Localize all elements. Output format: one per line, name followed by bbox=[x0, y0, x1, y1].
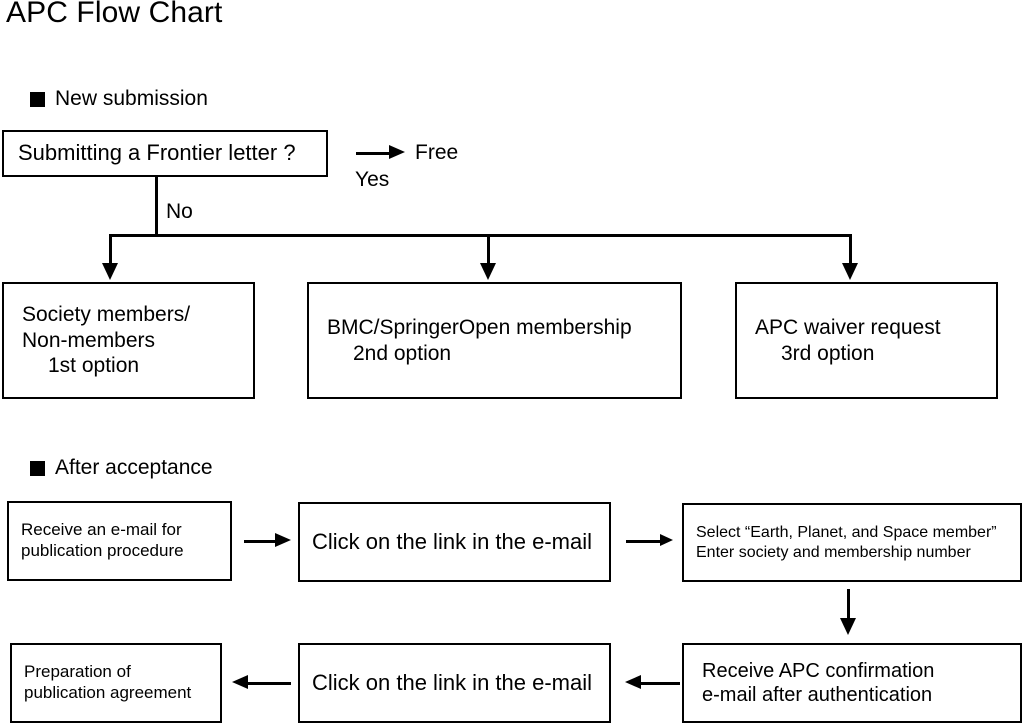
section-header-new-submission: New submission bbox=[30, 87, 208, 111]
yes-result-free: Free bbox=[415, 141, 459, 164]
step-6-line-2: publication agreement bbox=[24, 683, 192, 702]
drop-line-option-3 bbox=[849, 234, 852, 266]
connector-step4-step5 bbox=[638, 682, 680, 685]
edge-label-no: No bbox=[166, 200, 193, 223]
arrow-down-icon-option-2 bbox=[479, 263, 496, 280]
step-1-line-2: publication procedure bbox=[21, 541, 184, 560]
section-label-2: After acceptance bbox=[55, 456, 213, 479]
arrow-left-icon-step5-step6 bbox=[232, 675, 248, 689]
option-1-line-3: 1st option bbox=[48, 354, 140, 378]
option-3-line-2: 3rd option bbox=[781, 341, 875, 365]
decision-box-text: Submitting a Frontier letter ? bbox=[18, 140, 296, 166]
arrow-left-icon-step4-step5 bbox=[625, 675, 641, 689]
arrow-right-icon-step1-step2 bbox=[275, 533, 291, 547]
step-3-line-2: Enter society and membership number bbox=[696, 543, 971, 561]
drop-line-option-1 bbox=[109, 234, 112, 266]
no-branch-vertical-line bbox=[155, 177, 158, 236]
option-box-society-members[interactable]: Society members/ Non-members 1st option bbox=[2, 282, 255, 399]
arrow-down-icon-option-1 bbox=[101, 263, 118, 280]
step-5-line-1: Click on the link in the e-mail bbox=[312, 669, 593, 695]
step-box-click-link-1[interactable]: Click on the link in the e-mail bbox=[298, 502, 611, 582]
arrow-down-icon-option-3 bbox=[841, 263, 858, 280]
connector-step5-step6 bbox=[245, 682, 291, 685]
section-header-after-acceptance: After acceptance bbox=[30, 456, 213, 480]
step-box-receive-email[interactable]: Receive an e-mail for publication proced… bbox=[7, 501, 232, 581]
option-box-apc-waiver[interactable]: APC waiver request 3rd option bbox=[735, 282, 998, 399]
step-box-preparation-agreement[interactable]: Preparation of publication agreement bbox=[10, 643, 222, 723]
arrow-right-icon-step2-step3 bbox=[660, 534, 673, 546]
step-box-select-member[interactable]: Select “Earth, Planet, and Space member”… bbox=[682, 503, 1022, 582]
step-4-line-2: e-mail after authentication bbox=[702, 684, 933, 706]
option-1-line-2: Non-members bbox=[22, 328, 156, 352]
edge-label-yes: Yes bbox=[355, 168, 390, 191]
connector-step2-step3 bbox=[626, 540, 666, 543]
step-3-line-1: Select “Earth, Planet, and Space member” bbox=[696, 523, 997, 541]
step-4-line-1: Receive APC confirmation bbox=[702, 659, 935, 682]
drop-line-option-2 bbox=[487, 234, 490, 266]
section-label: New submission bbox=[55, 87, 208, 110]
connector-step1-step2 bbox=[244, 540, 280, 543]
option-box-bmc-springeropen[interactable]: BMC/SpringerOpen membership 2nd option bbox=[307, 282, 682, 399]
step-2-line-1: Click on the link in the e-mail bbox=[312, 528, 593, 554]
step-1-line-1: Receive an e-mail for bbox=[21, 520, 182, 540]
distribution-bus-line bbox=[109, 234, 852, 237]
option-2-line-1: BMC/SpringerOpen membership bbox=[327, 315, 632, 339]
arrow-down-icon-step3-step4 bbox=[839, 618, 856, 635]
connector-step3-step4 bbox=[847, 589, 850, 622]
filled-square-bullet-icon-2 bbox=[30, 460, 45, 476]
option-1-line-1: Society members/ bbox=[22, 303, 191, 327]
page-title: APC Flow Chart bbox=[6, 0, 223, 29]
yes-arrow-line bbox=[356, 152, 392, 155]
step-box-click-link-2[interactable]: Click on the link in the e-mail bbox=[298, 643, 611, 723]
arrow-right-icon-yes bbox=[389, 145, 405, 159]
step-box-receive-apc-confirmation[interactable]: Receive APC confirmation e-mail after au… bbox=[682, 643, 1022, 723]
decision-box-frontier-letter[interactable]: Submitting a Frontier letter ? bbox=[2, 130, 328, 177]
option-3-line-1: APC waiver request bbox=[755, 315, 941, 339]
step-6-line-1: Preparation of bbox=[24, 662, 131, 682]
filled-square-bullet-icon bbox=[30, 91, 45, 107]
option-2-line-2: 2nd option bbox=[353, 341, 452, 365]
